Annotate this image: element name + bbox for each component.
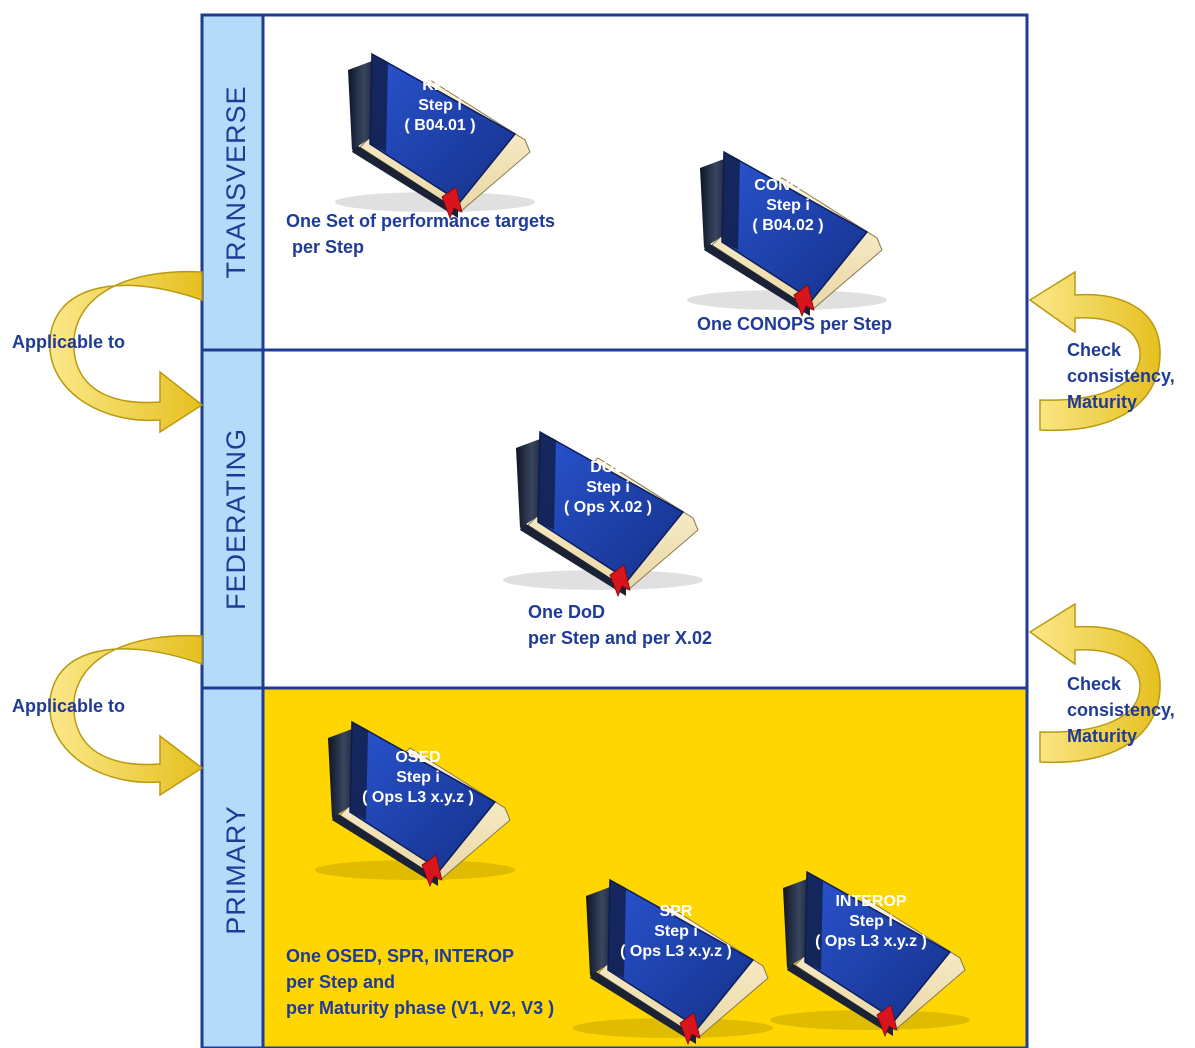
curved-arrow-right-bottom: [1028, 602, 1161, 764]
book-spr: SPR Step i ( Ops L3 x.y.z ): [572, 879, 774, 1045]
label-check-bottom-line2: consistency,: [1067, 700, 1175, 720]
book-conops-step: Step i: [766, 197, 810, 214]
book-interop-title: INTEROP: [835, 893, 906, 910]
book-conops-ref: ( B04.02 ): [752, 217, 823, 234]
caption-kpis-line2: per Step: [292, 237, 364, 257]
book-interop-ref: ( Ops L3 x.y.z ): [815, 933, 927, 950]
caption-conops: One CONOPS per Step: [697, 314, 892, 334]
book-osed: OSED Step i ( Ops L3 x.y.z ): [314, 721, 516, 887]
band-label-transverse: TRANSVERSE: [221, 85, 251, 278]
book-interop: INTEROP Step i ( Ops L3 x.y.z ): [769, 871, 971, 1037]
label-check-top-line3: Maturity: [1067, 392, 1137, 412]
curved-arrow-right-top: [1028, 270, 1161, 432]
book-kpis-step: Step i: [418, 97, 462, 114]
band-federating: [200, 348, 265, 690]
caption-primary-line1: One OSED, SPR, INTEROP: [286, 946, 514, 966]
label-check-top-line2: consistency,: [1067, 366, 1175, 386]
book-spr-ref: ( Ops L3 x.y.z ): [620, 943, 732, 960]
book-spr-step: Step i: [654, 923, 698, 940]
band-transverse: [200, 13, 265, 352]
label-applicable-top: Applicable to: [12, 332, 125, 352]
caption-dod-line1: One DoD: [528, 602, 605, 622]
book-osed-step: Step i: [396, 769, 440, 786]
book-conops-title: CONOPs: [754, 177, 822, 194]
band-primary: [200, 686, 265, 1048]
book-dod-ref: ( Ops X.02 ): [564, 499, 652, 516]
label-applicable-bottom: Applicable to: [12, 696, 125, 716]
label-check-bottom-line1: Check: [1067, 674, 1122, 694]
book-dod-title: DOD: [590, 459, 626, 476]
label-check-bottom-line3: Maturity: [1067, 726, 1137, 746]
label-check-top-line1: Check: [1067, 340, 1122, 360]
book-osed-title: OSED: [395, 749, 440, 766]
curved-arrow-left-top: [49, 270, 204, 434]
band-label-primary: PRIMARY: [221, 805, 251, 935]
book-kpis: KPIs Step i ( B04.01 ): [334, 53, 536, 219]
caption-primary-line3: per Maturity phase (V1, V2, V3 ): [286, 998, 554, 1018]
book-dod-step: Step i: [586, 479, 630, 496]
curved-arrow-left-bottom: [49, 634, 204, 797]
book-conops: CONOPs Step i ( B04.02 ): [686, 151, 888, 317]
book-interop-step: Step i: [849, 913, 893, 930]
caption-dod-line2: per Step and per X.02: [528, 628, 712, 648]
caption-primary-line2: per Step and: [286, 972, 395, 992]
caption-kpis-line1: One Set of performance targets: [286, 211, 555, 231]
book-kpis-ref: ( B04.01 ): [404, 117, 475, 134]
book-osed-ref: ( Ops L3 x.y.z ): [362, 789, 474, 806]
book-spr-title: SPR: [660, 903, 693, 920]
band-column: TRANSVERSE FEDERATING PRIMARY: [200, 13, 265, 1048]
book-kpis-title: KPIs: [422, 77, 458, 94]
book-dod: DOD Step i ( Ops X.02 ): [502, 431, 704, 597]
band-label-federating: FEDERATING: [221, 428, 251, 610]
